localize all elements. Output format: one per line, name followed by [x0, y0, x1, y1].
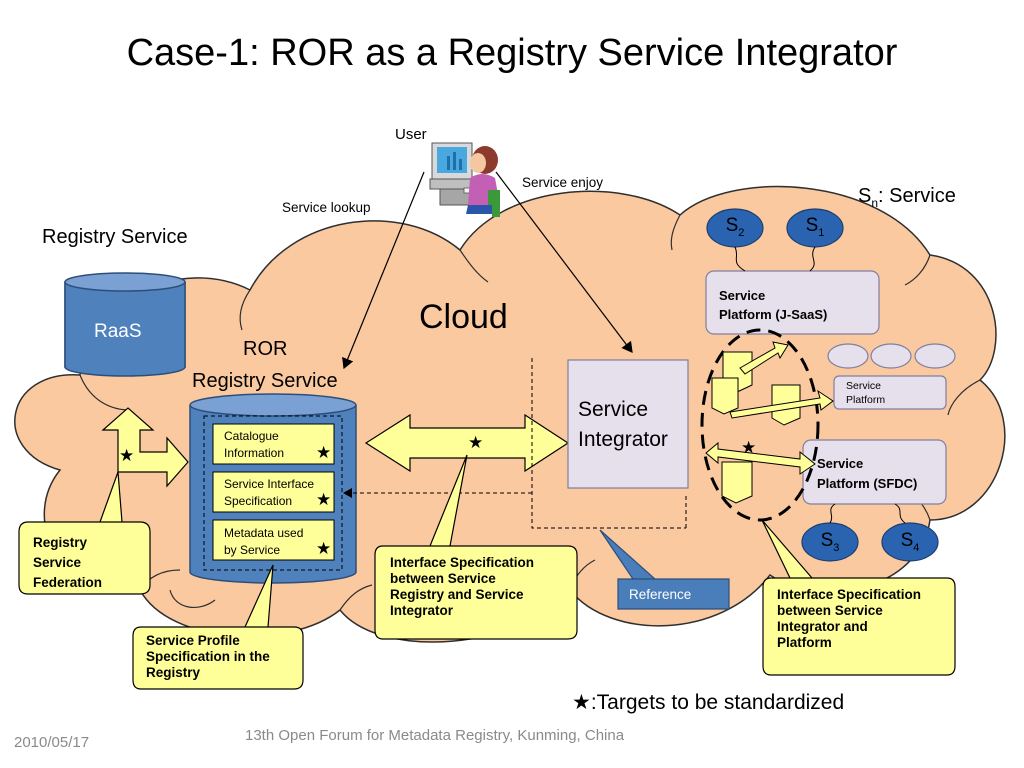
service-integrator-label-line1: Service — [578, 398, 649, 421]
callout-line: between Service — [390, 571, 496, 586]
interface-documents — [705, 341, 834, 504]
cloud-label: Cloud — [419, 298, 508, 336]
callout-line: Interface Specification — [390, 555, 535, 570]
platform-line: Platform — [846, 394, 886, 406]
user-label: User — [395, 126, 427, 143]
service-subscript: 1 — [818, 226, 825, 239]
platform-line: Service — [719, 288, 766, 303]
star-icon: ★ — [316, 443, 332, 462]
service-circles — [706, 208, 939, 562]
ror-item-line: Catalogue — [224, 429, 279, 443]
user-person-icon — [466, 146, 500, 217]
ror-item-line: Metadata used — [224, 526, 304, 540]
callout-line: Service Profile — [146, 633, 240, 648]
ror-item-line: Service Interface — [224, 477, 315, 491]
footer-date: 2010/05/17 — [14, 734, 90, 751]
ror-database — [189, 393, 357, 584]
platform-line: Service — [846, 380, 882, 392]
sn-service-label: Sn: Service — [858, 185, 956, 210]
sn-letter: S — [858, 185, 872, 207]
registry-service-label: Registry Service — [42, 226, 188, 248]
callout-interface-registry — [374, 454, 578, 640]
platform-sfdc-label: Service Platform (SFDC) — [817, 454, 917, 494]
callout-registry-federation-text: Registry Service Federation — [33, 533, 102, 593]
ror-item-line: Specification — [224, 494, 293, 508]
callout-line: Registry and Service — [390, 587, 524, 602]
service-subscript: 4 — [913, 541, 920, 554]
platform-line: Platform (SFDC) — [817, 476, 918, 491]
raas-database — [64, 272, 186, 377]
legend-star-icon: ★ — [572, 691, 591, 714]
service-letter: S — [900, 530, 914, 551]
star-icon: ★ — [468, 433, 484, 452]
callout-interface-platform — [761, 519, 956, 676]
callout-registry-federation — [18, 471, 151, 595]
sn-subscript: n — [871, 196, 879, 210]
star-icon: ★ — [316, 539, 332, 558]
callout-service-profile-text: Service Profile Specification in the Reg… — [146, 633, 270, 681]
ror-label-line1: ROR — [243, 338, 288, 360]
callout-line: Platform — [777, 635, 832, 650]
service-s4-label: S4 — [885, 530, 935, 554]
platform-line: Platform (J-SaaS) — [719, 307, 828, 322]
ror-item-catalogue: Catalogue Information — [224, 428, 284, 462]
service-subscript: 2 — [738, 226, 745, 239]
platform-line: Service — [817, 456, 864, 471]
legend-text: :Targets to be standardized — [590, 691, 845, 714]
callout-interface-registry-text: Interface Specification between Service … — [390, 555, 534, 619]
platform-generic-box — [833, 375, 947, 410]
ror-item-line: Information — [224, 446, 285, 460]
callout-reference-text: Reference — [629, 587, 692, 602]
slide-title: Case-1: ROR as a Registry Service Integr… — [126, 32, 898, 74]
callout-line: Registry — [33, 535, 88, 550]
service-connectors — [734, 246, 906, 524]
service-s2-label: S2 — [710, 215, 760, 239]
callout-service-profile — [132, 564, 304, 690]
service-s3-label: S3 — [805, 530, 855, 554]
platform-generic-label: Service Platform — [846, 379, 885, 407]
reference-dashed-line — [531, 358, 686, 529]
sn-suffix: : Service — [878, 185, 956, 207]
callout-line: Specification in the — [146, 649, 270, 664]
callout-line: Registry — [146, 665, 201, 680]
callout-line: between Service — [777, 603, 883, 618]
service-enjoy-label: Service enjoy — [522, 175, 604, 190]
callout-interface-platform-text: Interface Specification between Service … — [777, 587, 921, 651]
platform-jsaas-label: Service Platform (J-SaaS) — [719, 286, 827, 324]
service-lookup-label: Service lookup — [282, 200, 371, 215]
ror-item-line: by Service — [224, 543, 281, 557]
callout-line: Interface Specification — [777, 587, 922, 602]
ror-item-metadata: Metadata used by Service — [224, 525, 303, 559]
star-icon: ★ — [119, 446, 135, 465]
service-letter: S — [725, 215, 739, 236]
service-integrator-box — [567, 359, 689, 489]
star-icon: ★ — [741, 438, 757, 457]
callout-line: Integrator — [390, 603, 454, 618]
callout-line: Federation — [33, 575, 103, 590]
ror-item-interface: Service Interface Specification — [224, 476, 314, 510]
service-s1-label: S1 — [790, 215, 840, 239]
user-computer-icon — [429, 142, 475, 206]
service-lookup-arrow — [342, 171, 425, 370]
footer-forum: 13th Open Forum for Metadata Registry, K… — [245, 727, 625, 744]
callout-line: Integrator and — [777, 619, 868, 634]
ror-label-line2: Registry Service — [192, 370, 338, 392]
platform-jsaas-box — [705, 270, 880, 335]
small-service-ellipses — [827, 343, 956, 369]
callout-line: Service — [33, 555, 82, 570]
star-icon: ★ — [316, 490, 332, 509]
service-letter: S — [820, 530, 834, 551]
raas-label: RaaS — [94, 321, 142, 342]
interface-dashed-oval — [700, 328, 820, 522]
legend: ★:Targets to be standardized — [572, 690, 844, 715]
service-letter: S — [805, 215, 819, 236]
service-enjoy-arrow — [495, 171, 633, 353]
service-integrator-label-line2: Integrator — [578, 428, 668, 451]
callout-reference — [599, 529, 730, 610]
service-subscript: 3 — [833, 541, 840, 554]
